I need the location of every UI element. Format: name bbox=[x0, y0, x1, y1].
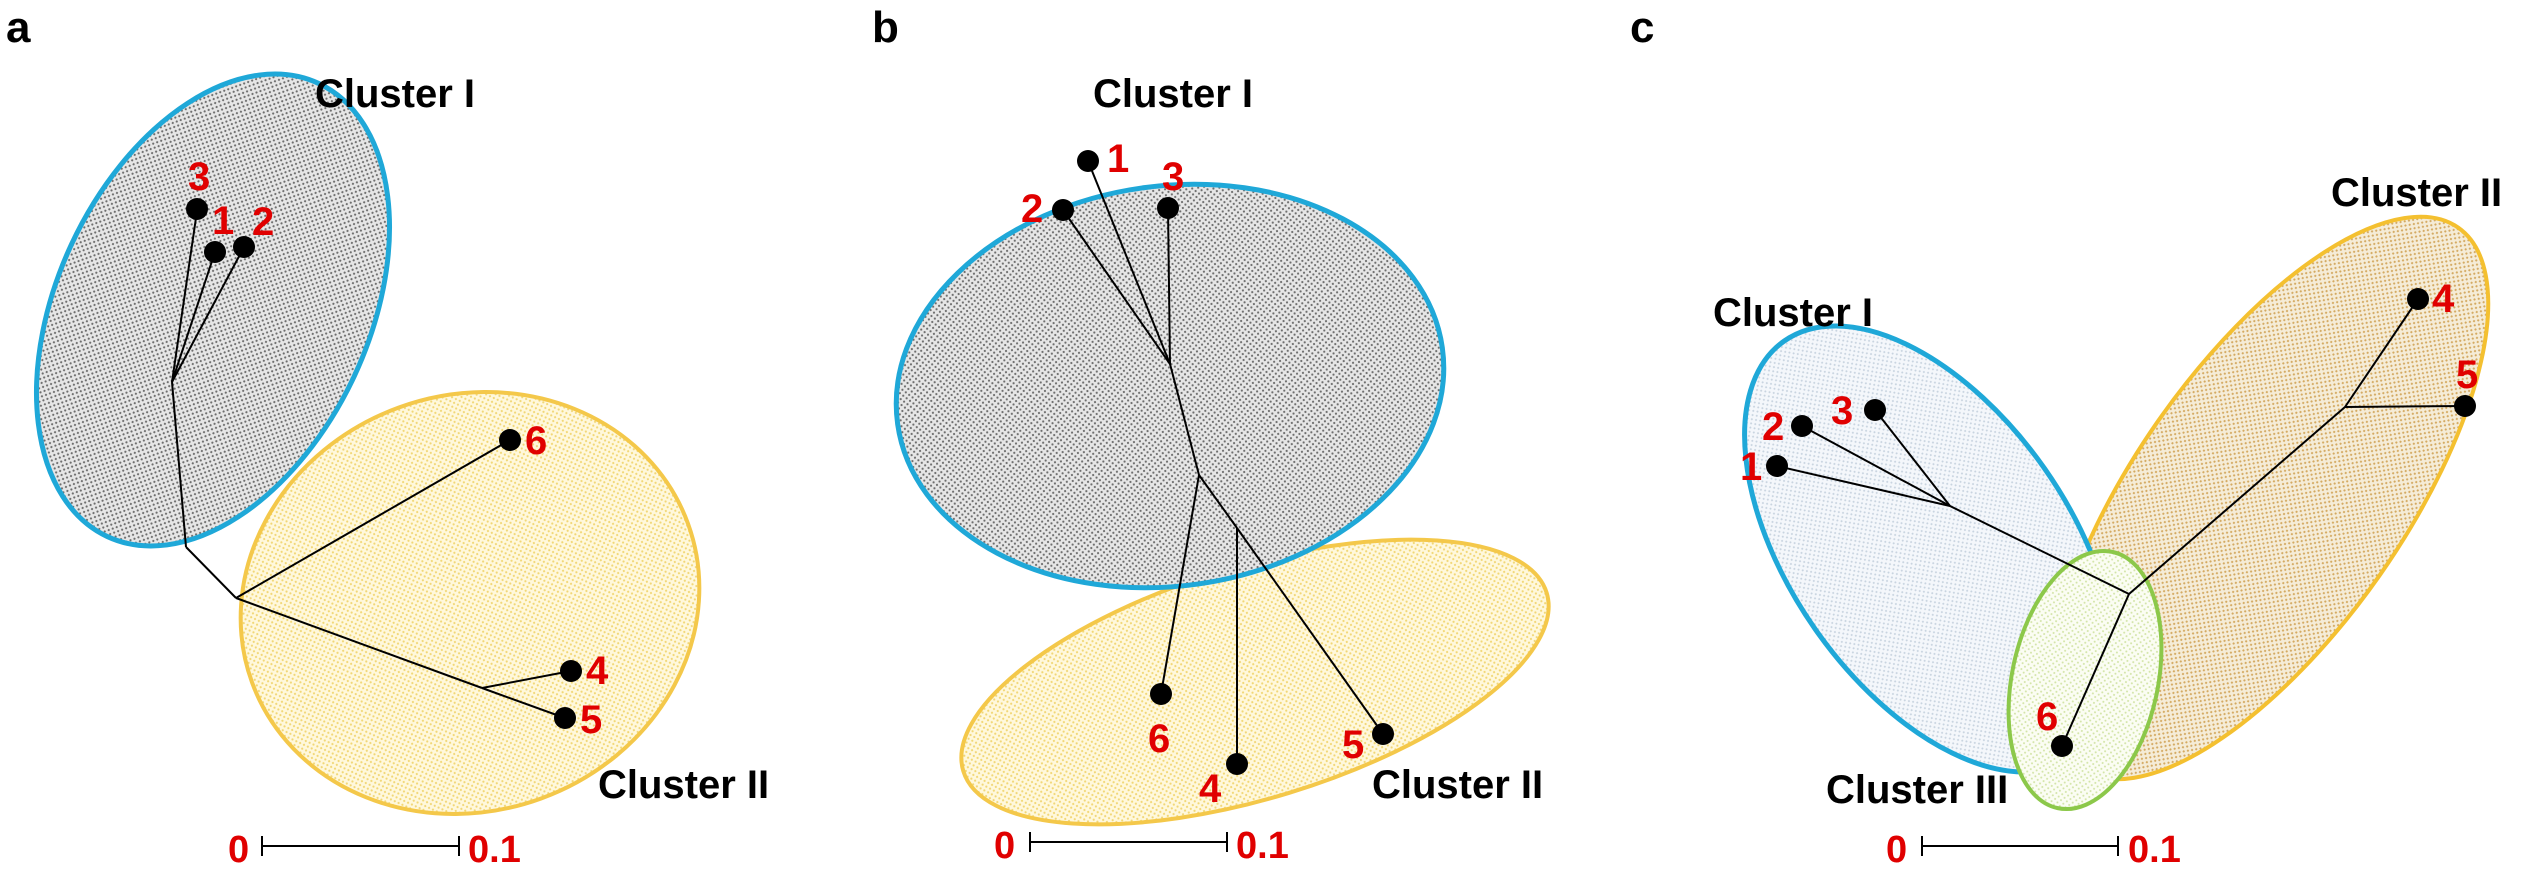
panel-c-node-2 bbox=[1791, 415, 1813, 437]
panel-a-node-6 bbox=[499, 429, 521, 451]
panel-c-scale-start: 0 bbox=[1886, 829, 1907, 871]
panel-c-cluster-iii-ellipse bbox=[2006, 548, 2164, 812]
panel-b-leaf-label-4: 4 bbox=[1199, 767, 1222, 811]
panel-b-leaf-label-3: 3 bbox=[1162, 155, 1184, 199]
panel-c-node-4 bbox=[2407, 288, 2429, 310]
panel-c-node-6 bbox=[2051, 735, 2073, 757]
panel-a-leaf-nodes bbox=[186, 198, 582, 729]
panel-a-tree-branches bbox=[171, 210, 572, 719]
panel-b-tree-branches bbox=[1062, 160, 1384, 764]
panel-a-letter: a bbox=[6, 3, 31, 52]
panel-b-node-6 bbox=[1150, 683, 1172, 705]
panel-a-node-4 bbox=[560, 660, 582, 682]
panel-a-scale-bar: 0 0.1 bbox=[228, 829, 521, 871]
panel-a-cluster-i-label: Cluster I bbox=[315, 72, 475, 116]
panel-c-letter: c bbox=[1630, 3, 1654, 52]
panel-c-cluster-iii-label: Cluster III bbox=[1826, 768, 2008, 812]
panel-c-node-5 bbox=[2454, 395, 2476, 417]
panel-b-scale-start: 0 bbox=[994, 825, 1015, 867]
panel-b-leaf-label-5: 5 bbox=[1342, 723, 1364, 767]
panel-b-letter: b bbox=[872, 3, 899, 52]
panel-a-node-2 bbox=[233, 236, 255, 258]
panel-c-scale-end: 0.1 bbox=[2128, 829, 2181, 871]
panel-a: a 3 1 2 6 4 5 Cluster I Clus bbox=[6, 3, 769, 871]
panel-c-leaf-label-1: 1 bbox=[1740, 445, 1762, 489]
panel-b-node-3 bbox=[1157, 197, 1179, 219]
panel-c-tree-branches bbox=[1776, 298, 2466, 747]
panel-b-leaf-nodes bbox=[1052, 150, 1394, 775]
panel-c-leaf-label-3: 3 bbox=[1831, 389, 1853, 433]
panel-a-leaf-label-6: 6 bbox=[525, 419, 547, 463]
panel-a-scale-start: 0 bbox=[228, 829, 249, 871]
panel-c-node-3 bbox=[1864, 399, 1886, 421]
panel-c-node-1 bbox=[1766, 455, 1788, 477]
panel-b-leaf-label-1: 1 bbox=[1107, 137, 1129, 181]
panel-b-cluster-i-ellipse bbox=[893, 181, 1447, 591]
panel-b-scale-end: 0.1 bbox=[1236, 825, 1289, 867]
panel-b-cluster-i-label: Cluster I bbox=[1093, 72, 1253, 116]
panel-a-leaf-label-4: 4 bbox=[586, 649, 609, 693]
panel-a-leaf-label-3: 3 bbox=[188, 155, 210, 199]
panel-a-leaf-label-5: 5 bbox=[580, 698, 602, 742]
panel-a-node-1 bbox=[204, 241, 226, 263]
panel-a-leaf-label-1: 1 bbox=[212, 199, 234, 243]
panel-c-scale-bar: 0 0.1 bbox=[1886, 829, 2181, 871]
panel-b-leaf-label-2: 2 bbox=[1021, 187, 1043, 231]
panel-a-node-3 bbox=[186, 198, 208, 220]
panel-a-scale-end: 0.1 bbox=[468, 829, 521, 871]
panel-a-cluster-ii-ellipse bbox=[238, 390, 702, 816]
panel-b-node-4 bbox=[1226, 753, 1248, 775]
panel-a-leaf-label-2: 2 bbox=[252, 200, 274, 244]
panel-c: c 2 3 1 4 5 6 Cluster I Cluste bbox=[1630, 3, 2502, 871]
panel-c-leaf-label-4: 4 bbox=[2432, 277, 2455, 321]
panel-a-cluster-ii-label: Cluster II bbox=[598, 763, 769, 807]
panel-b-node-5 bbox=[1372, 723, 1394, 745]
panel-c-cluster-i-label: Cluster I bbox=[1713, 291, 1873, 335]
panel-c-leaf-label-6: 6 bbox=[2036, 695, 2058, 739]
panel-b-node-1 bbox=[1077, 150, 1099, 172]
panel-c-leaf-label-5: 5 bbox=[2456, 353, 2478, 397]
panel-b-cluster-ii-label: Cluster II bbox=[1372, 763, 1543, 807]
panel-b-leaf-label-6: 6 bbox=[1148, 717, 1170, 761]
panel-b-node-2 bbox=[1052, 199, 1074, 221]
panel-b-scale-bar: 0 0.1 bbox=[994, 825, 1289, 867]
panel-c-leaf-label-2: 2 bbox=[1762, 405, 1784, 449]
panel-b: b 1 2 3 6 4 5 Cluster I Cluste bbox=[872, 3, 1551, 867]
panel-c-leaf-nodes bbox=[1766, 288, 2476, 757]
panel-a-cluster-i-ellipse bbox=[33, 71, 393, 549]
panel-a-node-5 bbox=[554, 707, 576, 729]
panel-c-cluster-ii-label: Cluster II bbox=[2331, 171, 2502, 215]
